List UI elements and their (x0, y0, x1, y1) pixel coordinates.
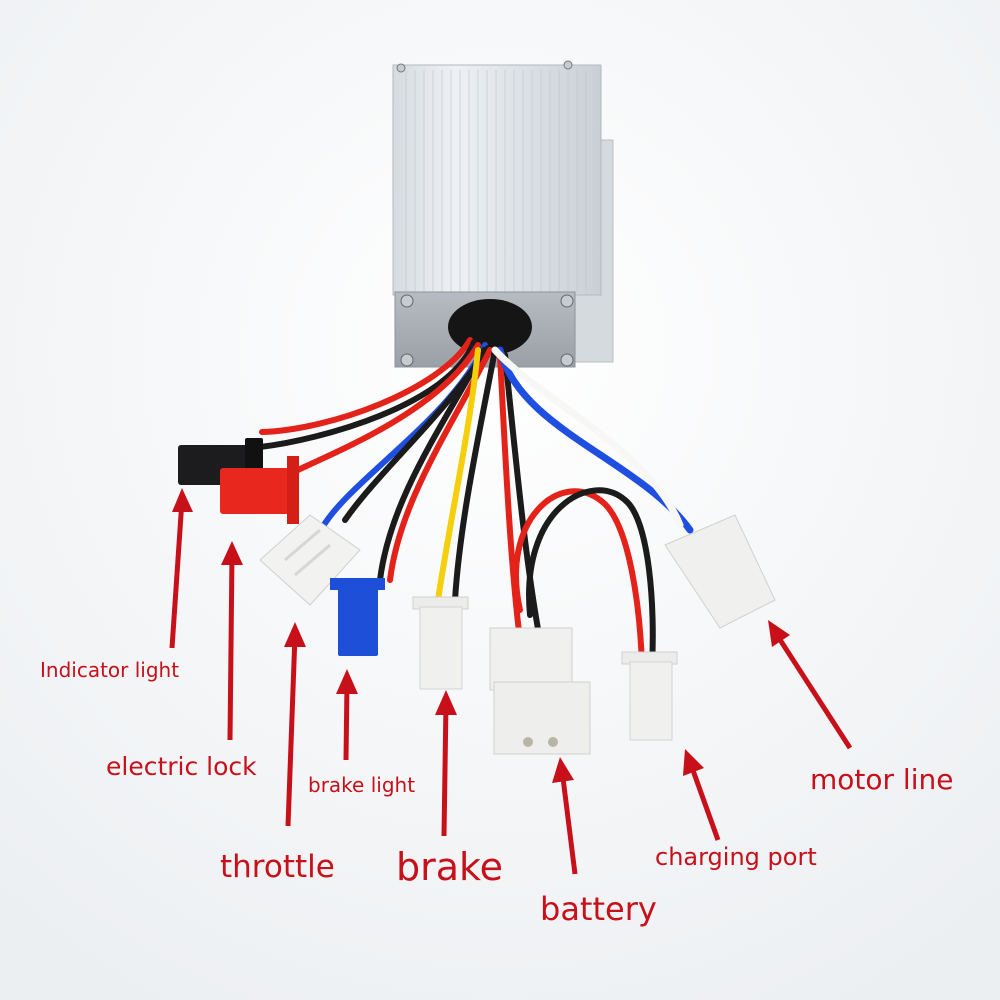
connector-brake-light (330, 578, 385, 656)
connector-charging-port (621, 651, 678, 741)
label-battery: battery (540, 890, 657, 928)
label-electric-lock: electric lock (106, 752, 257, 781)
annotation-arrows (169, 488, 853, 875)
controller-housing (392, 60, 614, 368)
label-motor-line: motor line (810, 763, 954, 796)
label-brake: brake (396, 845, 504, 889)
label-brake-light: brake light (308, 773, 416, 797)
label-indicator-light: Indicator light (40, 658, 180, 682)
connector-motor-line (664, 514, 776, 629)
connector-battery (489, 627, 591, 755)
wire-harness (257, 337, 694, 668)
label-charging-port: charging port (655, 843, 817, 871)
connector-brake (412, 596, 469, 690)
label-throttle: throttle (220, 849, 335, 885)
connector-throttle (259, 514, 361, 606)
connector-electric-lock (220, 456, 299, 524)
